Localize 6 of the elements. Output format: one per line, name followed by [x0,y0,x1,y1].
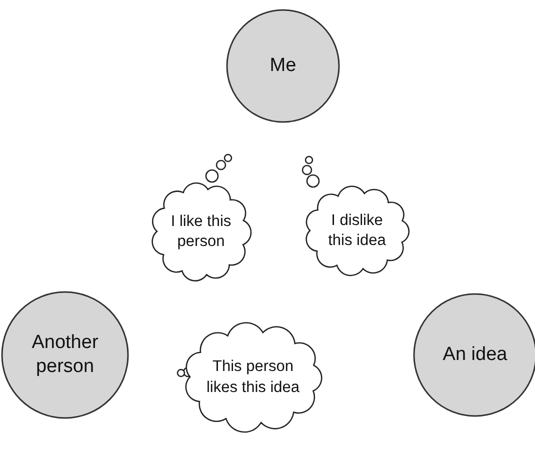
node-label: This person likes this idea [205,357,301,398]
node-label: Another person [30,331,100,379]
node-label: I like this person [170,212,232,252]
node-label: Me [270,54,296,78]
node-label: I dislike this idea [327,210,387,251]
node-label: An idea [442,343,508,367]
